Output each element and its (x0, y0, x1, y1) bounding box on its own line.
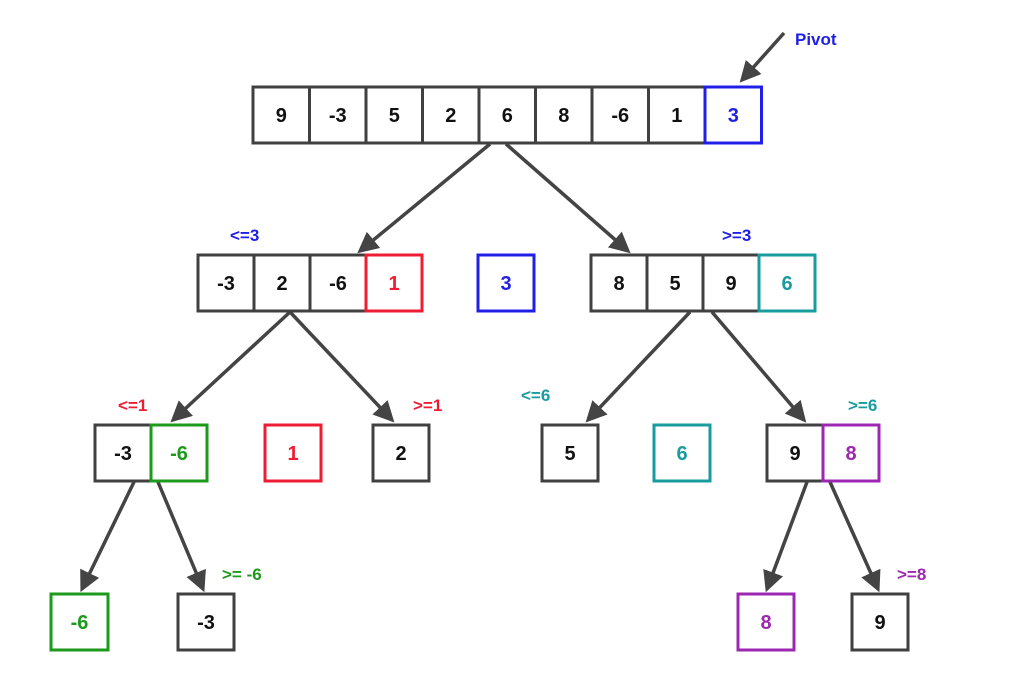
pivot-cell-value: 3 (500, 273, 511, 295)
array-cell-value: 2 (276, 273, 287, 295)
array-cell-box (371, 423, 431, 483)
pivot-cell-box (736, 592, 796, 652)
pivot-cell-box (652, 423, 712, 483)
pivot-cell-value: 6 (676, 443, 687, 465)
array-cell-value: -3 (114, 443, 132, 465)
partition-arrow (357, 142, 492, 254)
pivot-cell-box (263, 423, 323, 483)
array-right-3a: -3 (176, 592, 236, 652)
pivot-cell-box (49, 592, 110, 652)
pivot-cell-value: 3 (728, 105, 739, 127)
pivot-cell-value: 6 (781, 273, 792, 295)
array-cell-value: -6 (329, 273, 347, 295)
array-cell-box (176, 592, 236, 652)
array-cell-value: -3 (329, 105, 347, 127)
array-cell-value: 8 (613, 273, 624, 295)
pivot-cell-box (364, 253, 424, 313)
array-cell-value: 2 (395, 443, 406, 465)
partition-arrow (80, 481, 136, 593)
array-cell-value: 5 (669, 273, 680, 295)
partition-condition-label: >=8 (897, 565, 926, 584)
array-cell-value: 2 (445, 105, 456, 127)
partition-arrow (156, 481, 206, 593)
array-cell-value: 9 (789, 443, 800, 465)
array-cell-value: 9 (276, 105, 287, 127)
pivot-cell-value: 8 (760, 612, 771, 634)
array-left-3b: 8 (736, 592, 796, 652)
array-left-2: -3 -6 (93, 423, 209, 483)
labels-layer: Pivot <=3 >=3 <=1 >=1 <=6 >=6 >= -6 >=8 (118, 30, 926, 584)
pivot-cell-box (149, 423, 209, 483)
array-cell-value: 5 (564, 443, 575, 465)
partition-arrow (170, 310, 292, 423)
array-left-1: -3 2 -6 1 (196, 253, 424, 313)
partition-arrow (828, 481, 881, 593)
partition-condition-label: <=3 (230, 226, 259, 245)
pivot-cell-value: 1 (287, 443, 298, 465)
array-cell-value: 1 (671, 105, 682, 127)
partition-arrow (763, 481, 809, 593)
array-cell-value: 9 (725, 273, 736, 295)
partition-arrow (585, 310, 692, 423)
pivot-cell-value: -6 (170, 443, 188, 465)
array-cell-value: -6 (611, 105, 629, 127)
array-pivot-1: 3 (476, 253, 536, 313)
array-cell-value: -3 (197, 612, 215, 634)
array-cell-box (850, 592, 910, 652)
array-cell-box (540, 423, 600, 483)
arrows-layer (80, 31, 881, 593)
pivot-cell-value: -6 (71, 612, 89, 634)
partition-arrow (288, 310, 395, 423)
partition-arrow (504, 142, 631, 254)
array-right-1: 8 5 9 6 (589, 253, 817, 313)
pivot-cell-value: 8 (845, 443, 856, 465)
array-right-2a: 2 (371, 423, 431, 483)
array-cell-value: 6 (502, 105, 513, 127)
array-cell-value: -3 (217, 273, 235, 295)
array-cell-value: 9 (874, 612, 885, 634)
partition-arrow (710, 310, 807, 423)
array-pivot-2a: 1 (263, 423, 323, 483)
array-root: 9 -3 5 2 6 8 -6 1 3 (251, 85, 763, 145)
pivot-pointer-arrow (739, 31, 786, 83)
pivot-label: Pivot (795, 30, 837, 49)
pivot-cell-value: 1 (388, 273, 399, 295)
partition-condition-label: <=6 (521, 386, 550, 405)
array-left-3a: -6 (49, 592, 110, 652)
pivot-cell-box (821, 423, 881, 483)
partition-condition-label: >=3 (722, 226, 751, 245)
array-right-3b: 9 (850, 592, 910, 652)
partition-condition-label: >=1 (413, 396, 442, 415)
array-left-2b: 5 (540, 423, 600, 483)
partition-condition-label: >=6 (848, 396, 877, 415)
array-cell-value: 5 (389, 105, 400, 127)
array-pivot-2b: 6 (652, 423, 712, 483)
array-cell-value: 8 (558, 105, 569, 127)
pivot-cell-box (703, 85, 763, 145)
partition-condition-label: >= -6 (222, 565, 262, 584)
pivot-cell-box (757, 253, 817, 313)
partition-condition-label: <=1 (118, 396, 147, 415)
pivot-cell-box (476, 253, 536, 313)
